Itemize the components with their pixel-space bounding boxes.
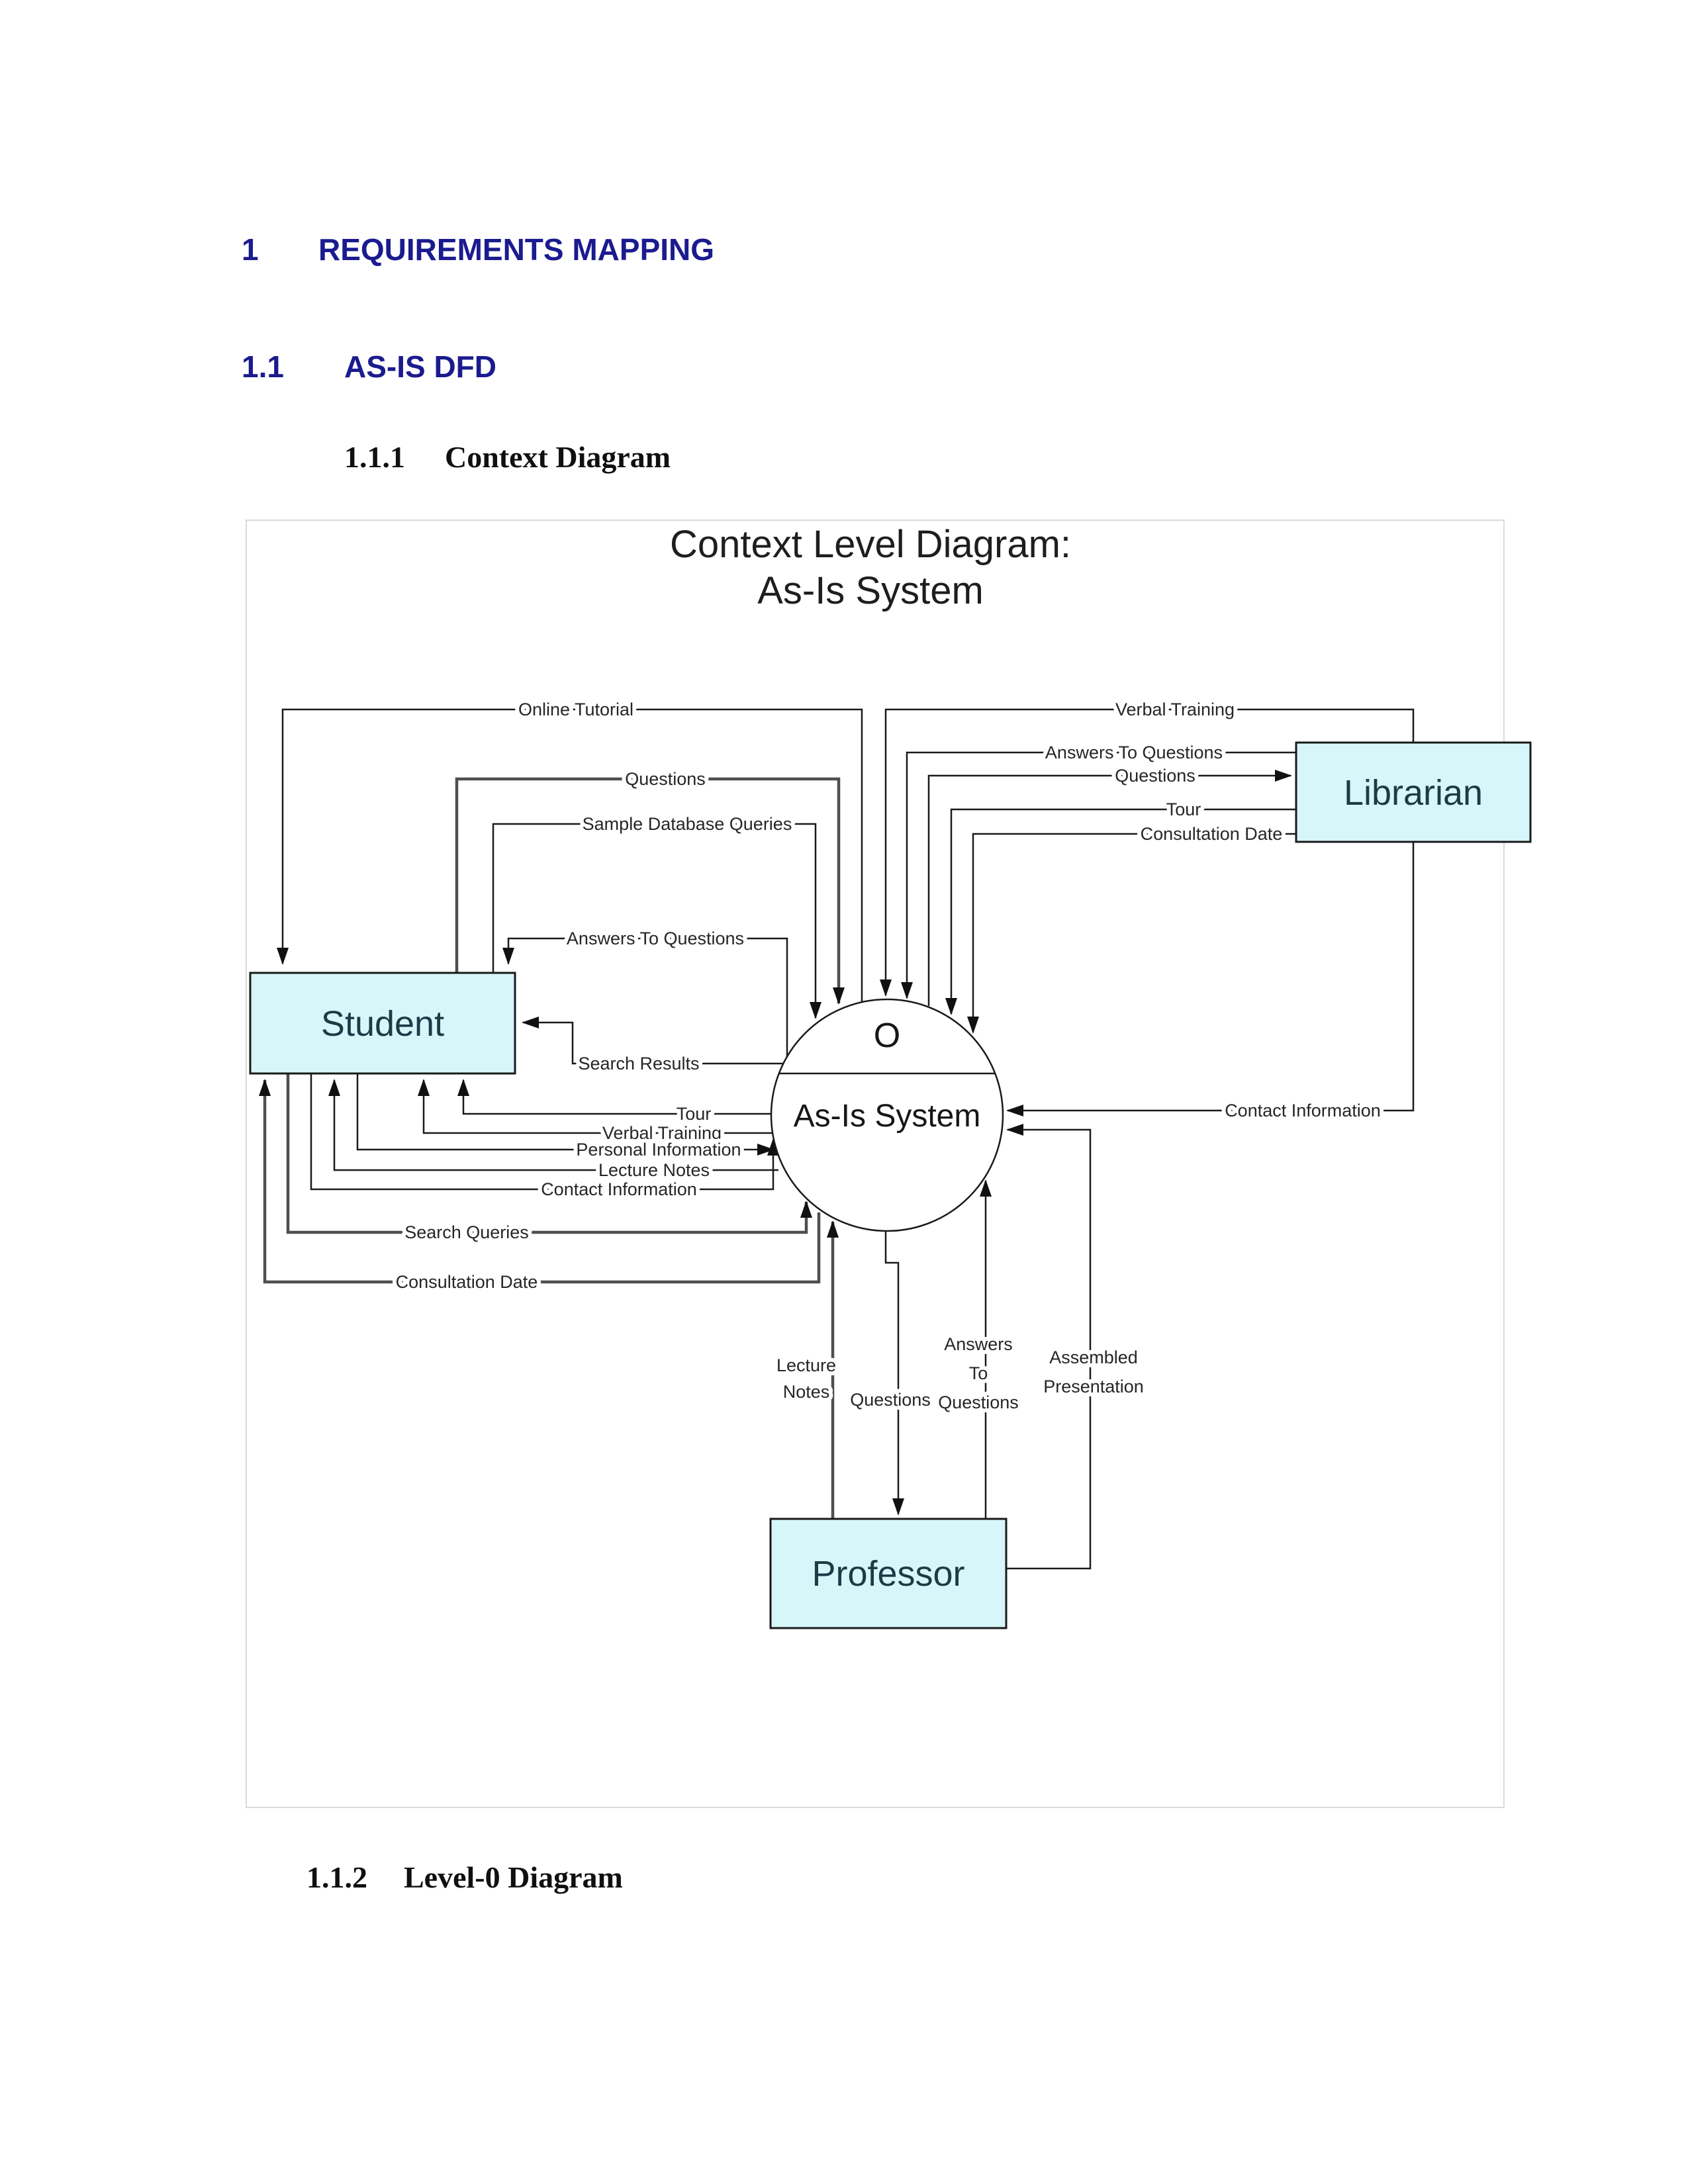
flow-label-search-queries: Search Queries: [404, 1222, 529, 1242]
flow-line-answers-to-questions-student: [502, 937, 788, 1056]
flow-line-tour-student: [457, 1079, 772, 1115]
entity-professor: Professor: [769, 1518, 1008, 1629]
svg-text:Questions: Questions: [938, 1392, 1019, 1412]
flow-line-lecture-notes-student: [328, 1079, 778, 1171]
flow-label-online-tutorial: Online Tutorial: [518, 700, 633, 719]
flow-line-tour-librarian: [945, 808, 1296, 1015]
professor-box: [769, 1518, 1008, 1629]
flow-label-questions-librarian: Questions: [1115, 766, 1196, 786]
flow-line-sample-database-queries: [492, 823, 821, 1019]
flow-label-verbal-training-librarian: Verbal Training: [1115, 700, 1235, 719]
heading-1-number: 1: [242, 232, 259, 267]
heading-1-1-title: AS-IS DFD: [344, 349, 496, 384]
heading-1-1-1-number: 1.1.1: [344, 440, 405, 474]
heading-1-1-1-title: Context Diagram: [445, 440, 671, 474]
flow-label-personal-information: Personal Information: [576, 1140, 741, 1160]
svg-text:Notes: Notes: [783, 1382, 830, 1402]
student-box: [249, 972, 516, 1075]
flow-line-personal-information: [356, 1073, 774, 1156]
process-id: O: [874, 1017, 900, 1055]
entity-student: Student: [249, 972, 516, 1075]
svg-text:To: To: [969, 1363, 988, 1383]
section-headings: 1 REQUIREMENTS MAPPING 1.1 AS-IS DFD 1.1…: [242, 232, 714, 1894]
flow-label-lecture-notes-professor: Lecture Notes: [773, 1351, 840, 1406]
flow-labels: Online Tutorial Questions Sample Databas…: [392, 696, 1385, 1416]
svg-text:Assembled: Assembled: [1049, 1347, 1138, 1367]
flow-line-consultation-date-student: [259, 1079, 821, 1284]
process-as-is-system: O As-Is System: [770, 998, 1004, 1232]
flow-line-questions-librarian: [927, 770, 1292, 1006]
librarian-label: Librarian: [1344, 773, 1483, 813]
flow-label-questions-student: Questions: [625, 769, 706, 789]
flow-line-contact-information-librarian: [1006, 842, 1415, 1116]
heading-1-title: REQUIREMENTS MAPPING: [318, 232, 714, 267]
flow-line-questions-student: [455, 777, 845, 1005]
flow-line-search-results: [522, 1017, 783, 1065]
heading-1-1-2-title: Level-0 Diagram: [404, 1860, 623, 1894]
flow-label-search-results: Search Results: [578, 1054, 699, 1073]
flow-label-answers-to-questions-professor: Answers To Questions: [934, 1330, 1023, 1416]
flow-label-contact-information-student: Contact Information: [541, 1179, 697, 1199]
entity-librarian: Librarian: [1295, 741, 1532, 843]
librarian-box: [1295, 741, 1532, 843]
flow-line-assembled-presentation: [1006, 1124, 1092, 1570]
student-label: Student: [321, 1004, 444, 1044]
flow-label-tour-student: Tour: [677, 1104, 712, 1124]
svg-text:Answers: Answers: [944, 1334, 1013, 1354]
flow-lines: [259, 708, 1415, 1570]
flow-label-answers-to-questions-librarian: Answers To Questions: [1045, 743, 1223, 762]
flow-label-contact-information-librarian: Contact Information: [1225, 1101, 1381, 1120]
flow-label-consultation-date-student: Consultation Date: [396, 1272, 538, 1292]
flow-label-tour-librarian: Tour: [1166, 799, 1201, 819]
flow-label-questions-professor: Questions: [850, 1390, 931, 1410]
flow-line-verbal-training-librarian: [880, 708, 1415, 997]
process-circle: [770, 998, 1004, 1232]
diagram-title-line1: Context Level Diagram:: [670, 523, 1071, 566]
flow-label-consultation-date-librarian: Consultation Date: [1141, 824, 1283, 844]
flow-line-online-tutorial: [277, 708, 863, 1002]
flow-label-lecture-notes-student: Lecture Notes: [598, 1160, 710, 1180]
diagram-image-border: [246, 520, 1505, 1808]
heading-1-1-2-number: 1.1.2: [306, 1860, 367, 1894]
diagram-title-line2: As-Is System: [757, 569, 984, 612]
flow-label-assembled-presentation: Assembled Presentation: [1039, 1343, 1148, 1400]
flow-label-verbal-training-student: Verbal Training: [602, 1123, 722, 1143]
flow-line-answers-to-questions-librarian: [901, 751, 1296, 999]
flow-line-consultation-date-librarian: [967, 833, 1296, 1034]
flow-line-search-queries: [286, 1073, 812, 1234]
flow-line-verbal-training-student: [418, 1079, 774, 1134]
flow-line-contact-information-student: [310, 1073, 779, 1191]
svg-text:Lecture: Lecture: [776, 1355, 836, 1375]
process-name: As-Is System: [794, 1099, 981, 1134]
professor-label: Professor: [812, 1554, 964, 1594]
svg-text:Presentation: Presentation: [1043, 1377, 1144, 1396]
flow-label-answers-to-questions-student: Answers To Questions: [567, 929, 744, 948]
flow-label-sample-database-queries: Sample Database Queries: [583, 814, 792, 834]
flow-line-questions-professor: [884, 1231, 904, 1516]
heading-1-1-number: 1.1: [242, 349, 284, 384]
